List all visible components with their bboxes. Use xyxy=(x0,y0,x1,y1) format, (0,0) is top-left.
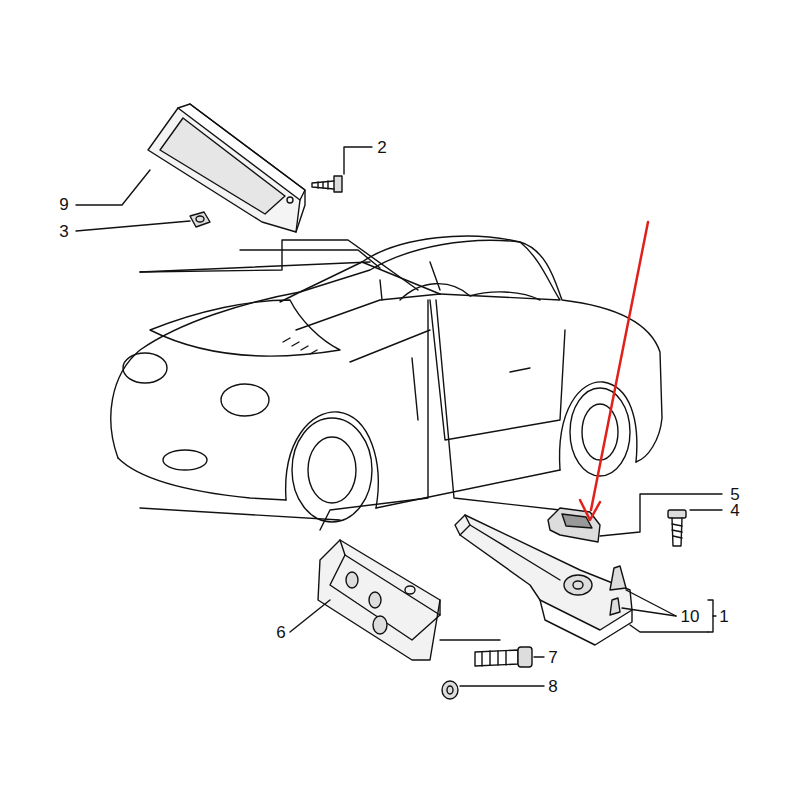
leader-line xyxy=(140,240,418,290)
callout-number: 2 xyxy=(377,139,386,156)
leader-line xyxy=(690,509,722,510)
screw-part xyxy=(668,510,686,546)
nut-part xyxy=(190,212,210,227)
car-illustration xyxy=(111,236,662,522)
leader-line xyxy=(76,170,150,205)
handle-part xyxy=(148,104,305,232)
leader-line xyxy=(534,656,544,657)
callout-number: 7 xyxy=(548,649,557,666)
callout-number: 1 xyxy=(719,608,728,625)
callout-number: 3 xyxy=(59,223,68,240)
bracket-part xyxy=(318,540,440,660)
leader-line xyxy=(630,625,708,632)
screw-part xyxy=(312,176,342,192)
leader-line xyxy=(140,262,370,272)
leader-line xyxy=(713,615,716,616)
leader-line xyxy=(320,300,428,530)
red-arrow xyxy=(580,222,648,520)
leader-line xyxy=(290,600,330,632)
callout-number: 5 xyxy=(730,486,739,503)
callout-number: 9 xyxy=(59,196,68,213)
callout-number: 10 xyxy=(681,608,700,625)
screw-part xyxy=(475,647,532,667)
callout-number: 4 xyxy=(730,502,739,519)
hinge-arm-part xyxy=(455,515,632,645)
callout-number: 8 xyxy=(548,678,557,695)
leader-line xyxy=(76,221,190,231)
washer-part xyxy=(442,681,458,699)
leader-line xyxy=(344,147,372,174)
cap-part xyxy=(548,508,600,542)
leader-line xyxy=(460,685,544,686)
bracket-mark xyxy=(708,600,713,632)
callout-number: 6 xyxy=(276,624,285,641)
leader-line xyxy=(622,608,676,616)
leader-line xyxy=(440,639,500,640)
leader-line xyxy=(140,508,340,520)
leader-line xyxy=(600,494,722,536)
leader-line xyxy=(436,300,560,510)
